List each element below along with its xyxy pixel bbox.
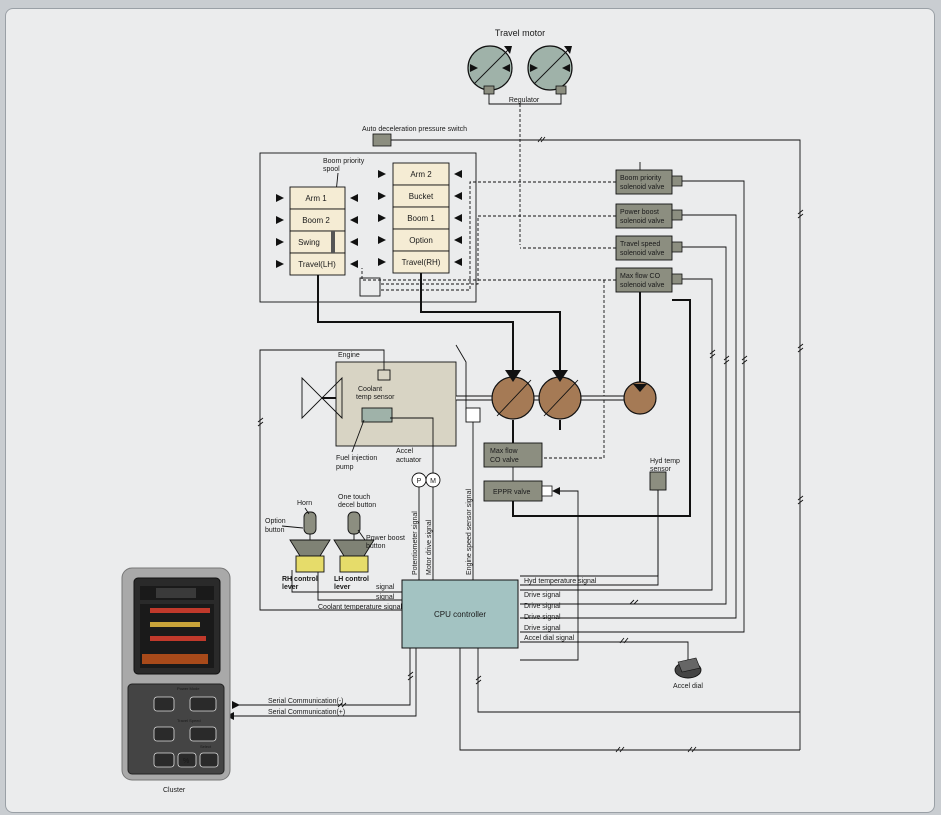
max-flow-label-1: Max flow: [490, 448, 519, 455]
hyd-temp-sensor: [649, 471, 667, 491]
travel-motor-right: [527, 45, 573, 91]
drive-signal-3: Drive signal: [524, 614, 561, 621]
wire-ticks: [257, 136, 804, 753]
solenoid-travel-speed-1: Travel speed: [620, 241, 660, 248]
mcv-port-block: [359, 277, 381, 297]
cpu-label: CPU controller: [434, 610, 486, 619]
accel-dial-label: Accel dial: [673, 683, 703, 690]
solenoid-travel-speed-2: solenoid valve: [620, 250, 664, 257]
lh-lever-label-2: lever: [334, 584, 351, 591]
accel-dial-signal-label: Accel dial signal: [524, 635, 575, 642]
horn-label: Horn: [297, 500, 312, 507]
spool-swing: Swing: [298, 238, 320, 247]
cluster-percent: %: [183, 758, 189, 765]
drive-signal-4: Drive signal: [524, 625, 561, 632]
pilot-pump: [623, 381, 657, 415]
cluster-power-mode: Power Mode: [177, 686, 200, 691]
rh-signal-label: signal: [376, 584, 395, 591]
potentiometer-symbol: P: [417, 478, 422, 485]
boom-priority-spool-label-2: spool: [323, 166, 340, 173]
motor-symbol: M: [430, 478, 436, 485]
hyd-temp-label-2: sensor: [650, 466, 672, 473]
main-pump-1: [491, 370, 535, 420]
auto-decel-switch-label: Auto deceleration pressure switch: [362, 126, 467, 133]
spool-arm1: Arm 1: [305, 194, 327, 203]
potentiometer-signal-label: Potentiometer signal: [412, 511, 419, 575]
drive-signal-2: Drive signal: [524, 603, 561, 610]
engine-speed-sensor: [465, 407, 481, 423]
main-control-valve-housing: [259, 152, 477, 303]
engine-block: [335, 361, 457, 447]
hyd-temp-signal-label: Hyd temperature signal: [524, 578, 597, 585]
coolant-signal-label: Coolant temperature signal: [318, 604, 402, 611]
solenoid-max-flow-2: solenoid valve: [620, 282, 664, 289]
max-flow-co-valve: [483, 442, 543, 468]
lh-signal-label: signal: [376, 594, 395, 601]
auto-decel-pressure-switch: [372, 133, 392, 147]
spool-boom1: Boom 1: [407, 214, 435, 223]
spool-option: Option: [409, 236, 433, 245]
travel-motor-left: [467, 45, 513, 91]
rh-lever-label-1: RH control: [282, 576, 318, 583]
engine-label: Engine: [338, 352, 360, 359]
main-pump-2: [538, 370, 582, 420]
coolant-temp-sensor: [377, 369, 391, 381]
left-spool-stack: [289, 186, 346, 276]
boom-priority-spool-label-1: Boom priority: [323, 158, 365, 165]
engine-speed-signal-label: Engine speed sensor signal: [466, 489, 473, 575]
solenoid-power-boost-2: solenoid valve: [620, 218, 664, 225]
solenoid-max-flow-1: Max flow CO: [620, 273, 661, 280]
travel-motor-title: Travel motor: [495, 28, 545, 38]
one-touch-label-1: One touch: [338, 494, 370, 501]
fuel-pump-label-2: pump: [336, 464, 354, 471]
right-spool-stack: [392, 162, 450, 274]
max-flow-label-2: CO valve: [490, 457, 519, 464]
power-boost-label-1: Power boost: [366, 535, 405, 542]
solenoid-boom-priority-1: Boom priority: [620, 175, 662, 182]
pilot-arrows: [276, 170, 462, 268]
spool-travel-rh: Travel(RH): [402, 258, 441, 267]
cluster-travel-speed: Travel Speed: [177, 718, 201, 723]
serial-comm-minus: Serial Communication(-): [268, 698, 343, 705]
spool-arm2: Arm 2: [410, 170, 432, 179]
cluster-panel: [121, 567, 231, 781]
one-touch-label-2: decel button: [338, 502, 376, 509]
solenoid-boom-priority-2: solenoid valve: [620, 184, 664, 191]
option-button-label-2: button: [265, 527, 285, 534]
eppr-label: EPPR valve: [493, 489, 530, 496]
lh-control-lever[interactable]: [333, 511, 375, 573]
accel-actuator-label-1: Accel: [396, 448, 414, 455]
cluster-buttons[interactable]: [153, 696, 219, 768]
serial-comm-plus: Serial Communication(+): [268, 709, 345, 716]
rh-lever-label-2: lever: [282, 584, 299, 591]
accel-dial[interactable]: [674, 657, 702, 679]
power-boost-label-2: button: [366, 543, 386, 550]
spool-boom2: Boom 2: [302, 216, 330, 225]
rh-control-lever[interactable]: [289, 511, 331, 573]
cluster-select: Select: [200, 744, 212, 749]
spool-bucket: Bucket: [409, 192, 434, 201]
solenoid-power-boost-1: Power boost: [620, 209, 659, 216]
cluster-label: Cluster: [163, 787, 186, 794]
motor-drive-signal-label: Motor drive signal: [426, 519, 433, 575]
fuel-injection-pump: [361, 407, 393, 423]
option-button-label-1: Option: [265, 518, 286, 525]
fuel-pump-label-1: Fuel injection: [336, 455, 377, 462]
cooling-fan: [301, 376, 343, 420]
lh-lever-label-1: LH control: [334, 576, 369, 583]
regulator-label: Regulator: [509, 97, 540, 104]
solenoid-valve-group: [615, 169, 683, 293]
drive-signal-1: Drive signal: [524, 592, 561, 599]
accel-actuator-label-2: actuator: [396, 457, 422, 464]
hyd-temp-label-1: Hyd temp: [650, 458, 680, 465]
spool-travel-lh: Travel(LH): [298, 260, 336, 269]
coolant-label-2: temp sensor: [356, 394, 395, 401]
coolant-label-1: Coolant: [358, 386, 382, 393]
